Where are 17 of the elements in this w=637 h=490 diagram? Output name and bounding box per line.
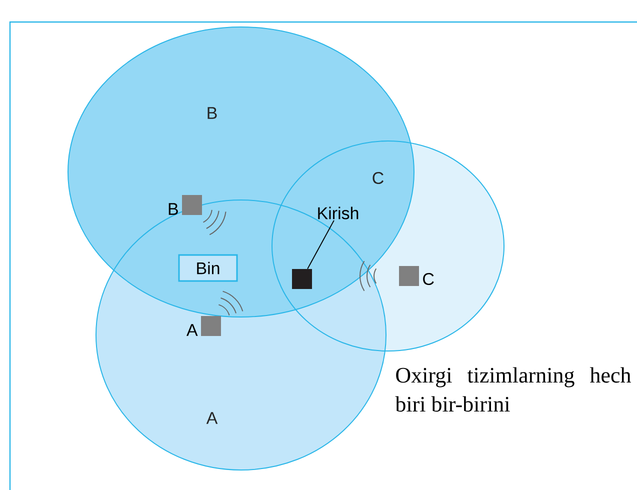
coverage-circle	[96, 200, 386, 470]
coverage-circle	[272, 140, 504, 352]
entry-square	[292, 269, 312, 289]
circle-label: A	[206, 412, 218, 424]
coverage-circle	[68, 26, 414, 318]
paragraph: Oxirgi tizimlarning hech biri bir-birini	[395, 367, 631, 412]
device-square: B	[168, 195, 202, 215]
circle-label: C	[372, 172, 384, 184]
node-label: C	[423, 272, 434, 286]
node-label: A	[186, 324, 198, 336]
node-label: B	[168, 203, 178, 215]
bin-box: Bin	[178, 254, 238, 282]
device-square: C	[399, 266, 434, 286]
kirish-label: Kirish	[318, 206, 358, 220]
device-square: A	[186, 316, 221, 336]
leader-line	[307, 220, 334, 270]
circle-label: B	[208, 107, 217, 119]
